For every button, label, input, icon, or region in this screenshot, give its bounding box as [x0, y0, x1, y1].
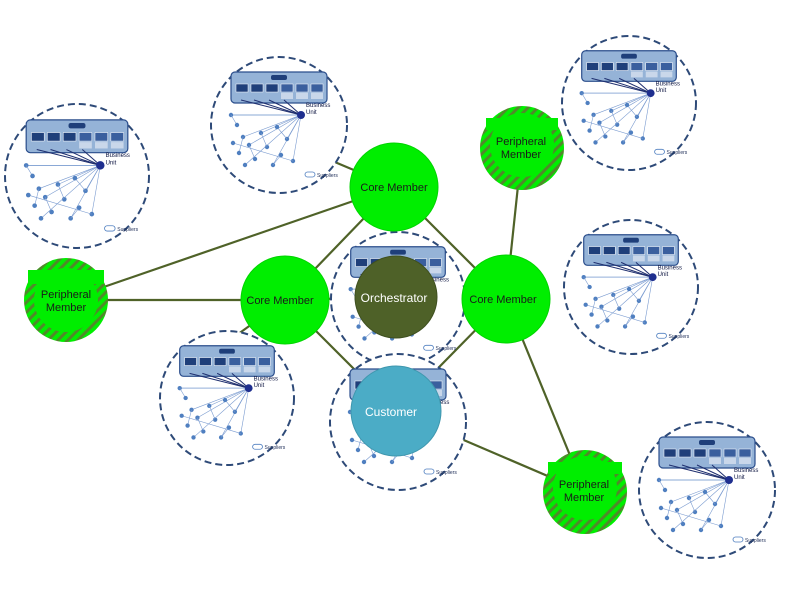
peripheral-bottom-label-1: Peripheral — [559, 479, 609, 491]
org-chart-panel — [25, 119, 129, 154]
business-unit-label: Unit — [306, 110, 317, 116]
organization-network-icon — [23, 149, 105, 221]
suppliers-label: Suppliers — [436, 470, 457, 476]
customer-label: Customer — [365, 405, 417, 419]
business-unit-label: Business — [425, 277, 449, 283]
core-member-left-label: Core Member — [246, 295, 314, 307]
core-member-right: Core Member — [461, 254, 551, 344]
organization-network-icon — [581, 261, 657, 329]
ecosystem-nodes: Core Member Core Member Core Member Orch… — [24, 106, 627, 534]
peripheral-top-label-2: Member — [501, 149, 542, 161]
business-unit-label: Business — [254, 376, 278, 382]
suppliers-label: Suppliers — [117, 227, 138, 233]
business-unit-label: Unit — [734, 475, 745, 481]
peripheral-member-bottom: Peripheral Member — [543, 450, 627, 534]
peripheral-top-label-1: Peripheral — [496, 136, 546, 148]
core-member-top: Core Member — [349, 142, 439, 232]
organization-network-icon — [228, 99, 305, 168]
suppliers-label: Suppliers — [264, 445, 285, 451]
organization-network-icon — [579, 77, 655, 145]
organization-network-icon — [656, 464, 733, 533]
peripheral-left-label-1: Peripheral — [41, 289, 91, 301]
business-unit-label: Business — [734, 468, 758, 474]
peripheral-member-left: Peripheral Member — [24, 258, 108, 342]
business-unit-label: Unit — [658, 272, 669, 278]
edge-core-top-peripheral-left — [65, 185, 395, 302]
orchestrator-label: Orchestrator — [361, 291, 428, 305]
org-chart-panel — [581, 50, 677, 82]
org-chart-panel — [658, 436, 756, 469]
peripheral-member-top: Peripheral Member — [480, 106, 564, 190]
business-unit-label: Business — [658, 265, 682, 271]
business-unit-label: Unit — [656, 88, 667, 94]
orchestrator-node: Orchestrator — [354, 255, 438, 339]
core-member-right-label: Core Member — [469, 294, 537, 306]
peripheral-left-label-2: Member — [46, 302, 87, 314]
suppliers-label: Suppliers — [745, 538, 766, 544]
business-unit-label: Unit — [106, 160, 117, 166]
suppliers-label: Suppliers — [668, 334, 689, 340]
business-unit-label: Unit — [254, 383, 265, 389]
suppliers-label: Suppliers — [435, 346, 456, 352]
org-chart-panel — [230, 71, 328, 104]
organization-network-icon — [177, 372, 253, 440]
business-unit-label: Business — [106, 153, 130, 159]
customer-node: Customer — [350, 365, 442, 457]
peripheral-bottom-label-2: Member — [564, 492, 605, 504]
org-chart-panel — [583, 234, 679, 266]
business-unit-label: Business — [656, 81, 680, 87]
org-chart-panel — [179, 345, 275, 377]
suppliers-label: Suppliers — [666, 150, 687, 156]
core-member-left: Core Member — [240, 255, 330, 345]
suppliers-label: Suppliers — [317, 173, 338, 179]
business-unit-label: Business — [306, 103, 330, 109]
core-member-top-label: Core Member — [360, 182, 428, 194]
